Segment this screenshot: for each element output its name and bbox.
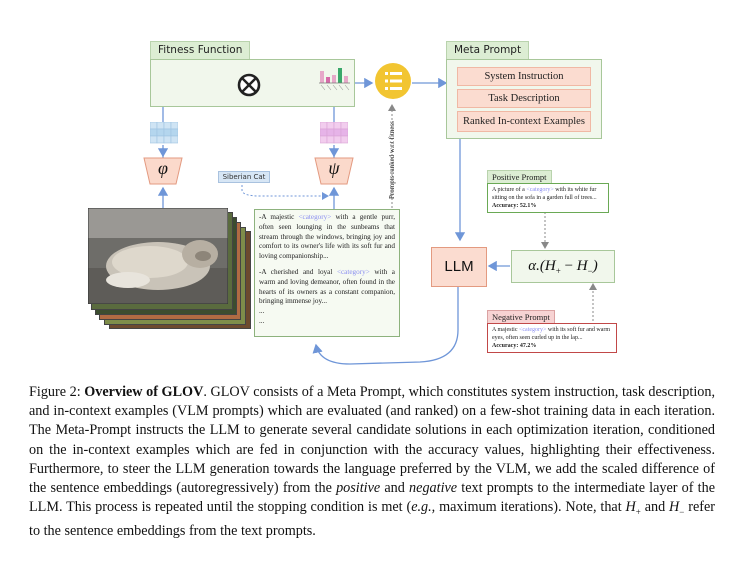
candidate-prompt-2: -A cherished and loyal <category> with a… xyxy=(259,267,395,306)
fitness-function-box xyxy=(150,59,355,107)
ellipsis-1: ... xyxy=(259,307,265,316)
candidate-prompts-box: -A majestic <category> with a gentle pur… xyxy=(254,209,400,337)
positive-prompt-box: A picture of a <category> with its white… xyxy=(487,183,609,213)
text-encoder-psi xyxy=(314,157,354,185)
meta-prompt-box: System Instruction Task Description Rank… xyxy=(446,59,602,139)
mini-bar-chart-icon xyxy=(319,68,350,91)
ellipsis-2: ... xyxy=(259,316,265,325)
candidate-prompt-1: -A majestic <category> with a gentle pur… xyxy=(259,213,395,261)
prompts-ranked-label: Prompts ranked w.r.t fitness xyxy=(388,121,396,199)
system-instruction-item: System Instruction xyxy=(457,67,591,86)
negative-prompt-box: A majestic <category> with its soft fur … xyxy=(487,323,617,353)
task-description-item: Task Description xyxy=(457,89,591,108)
otimes-icon xyxy=(237,73,261,97)
figure-caption: Figure 2: Overview of GLOV. GLOV consist… xyxy=(29,384,715,540)
meta-prompt-title: Meta Prompt xyxy=(446,41,530,60)
negative-accuracy: Accuracy: 47.2% xyxy=(492,343,537,349)
positive-prompt-title: Positive Prompt xyxy=(487,170,552,184)
fitness-function-title: Fitness Function xyxy=(150,41,251,60)
image-encoder-phi xyxy=(143,157,183,185)
class-label-badge: Siberian Cat xyxy=(218,171,270,183)
cat-photo xyxy=(88,208,228,304)
positive-accuracy: Accuracy: 52.1% xyxy=(492,203,537,209)
image-embedding-grid xyxy=(150,122,178,144)
llm-box: LLM xyxy=(431,247,487,287)
negative-prompt-title: Negative Prompt xyxy=(487,310,555,324)
ranked-examples-item: Ranked In-context Examples xyxy=(457,111,591,132)
text-embedding-grid xyxy=(320,122,348,144)
steering-formula: α.(H+ − H−) xyxy=(511,250,615,283)
psi-symbol: ψ xyxy=(328,158,340,178)
ranked-list-icon xyxy=(375,63,411,99)
phi-symbol: φ xyxy=(158,158,168,178)
